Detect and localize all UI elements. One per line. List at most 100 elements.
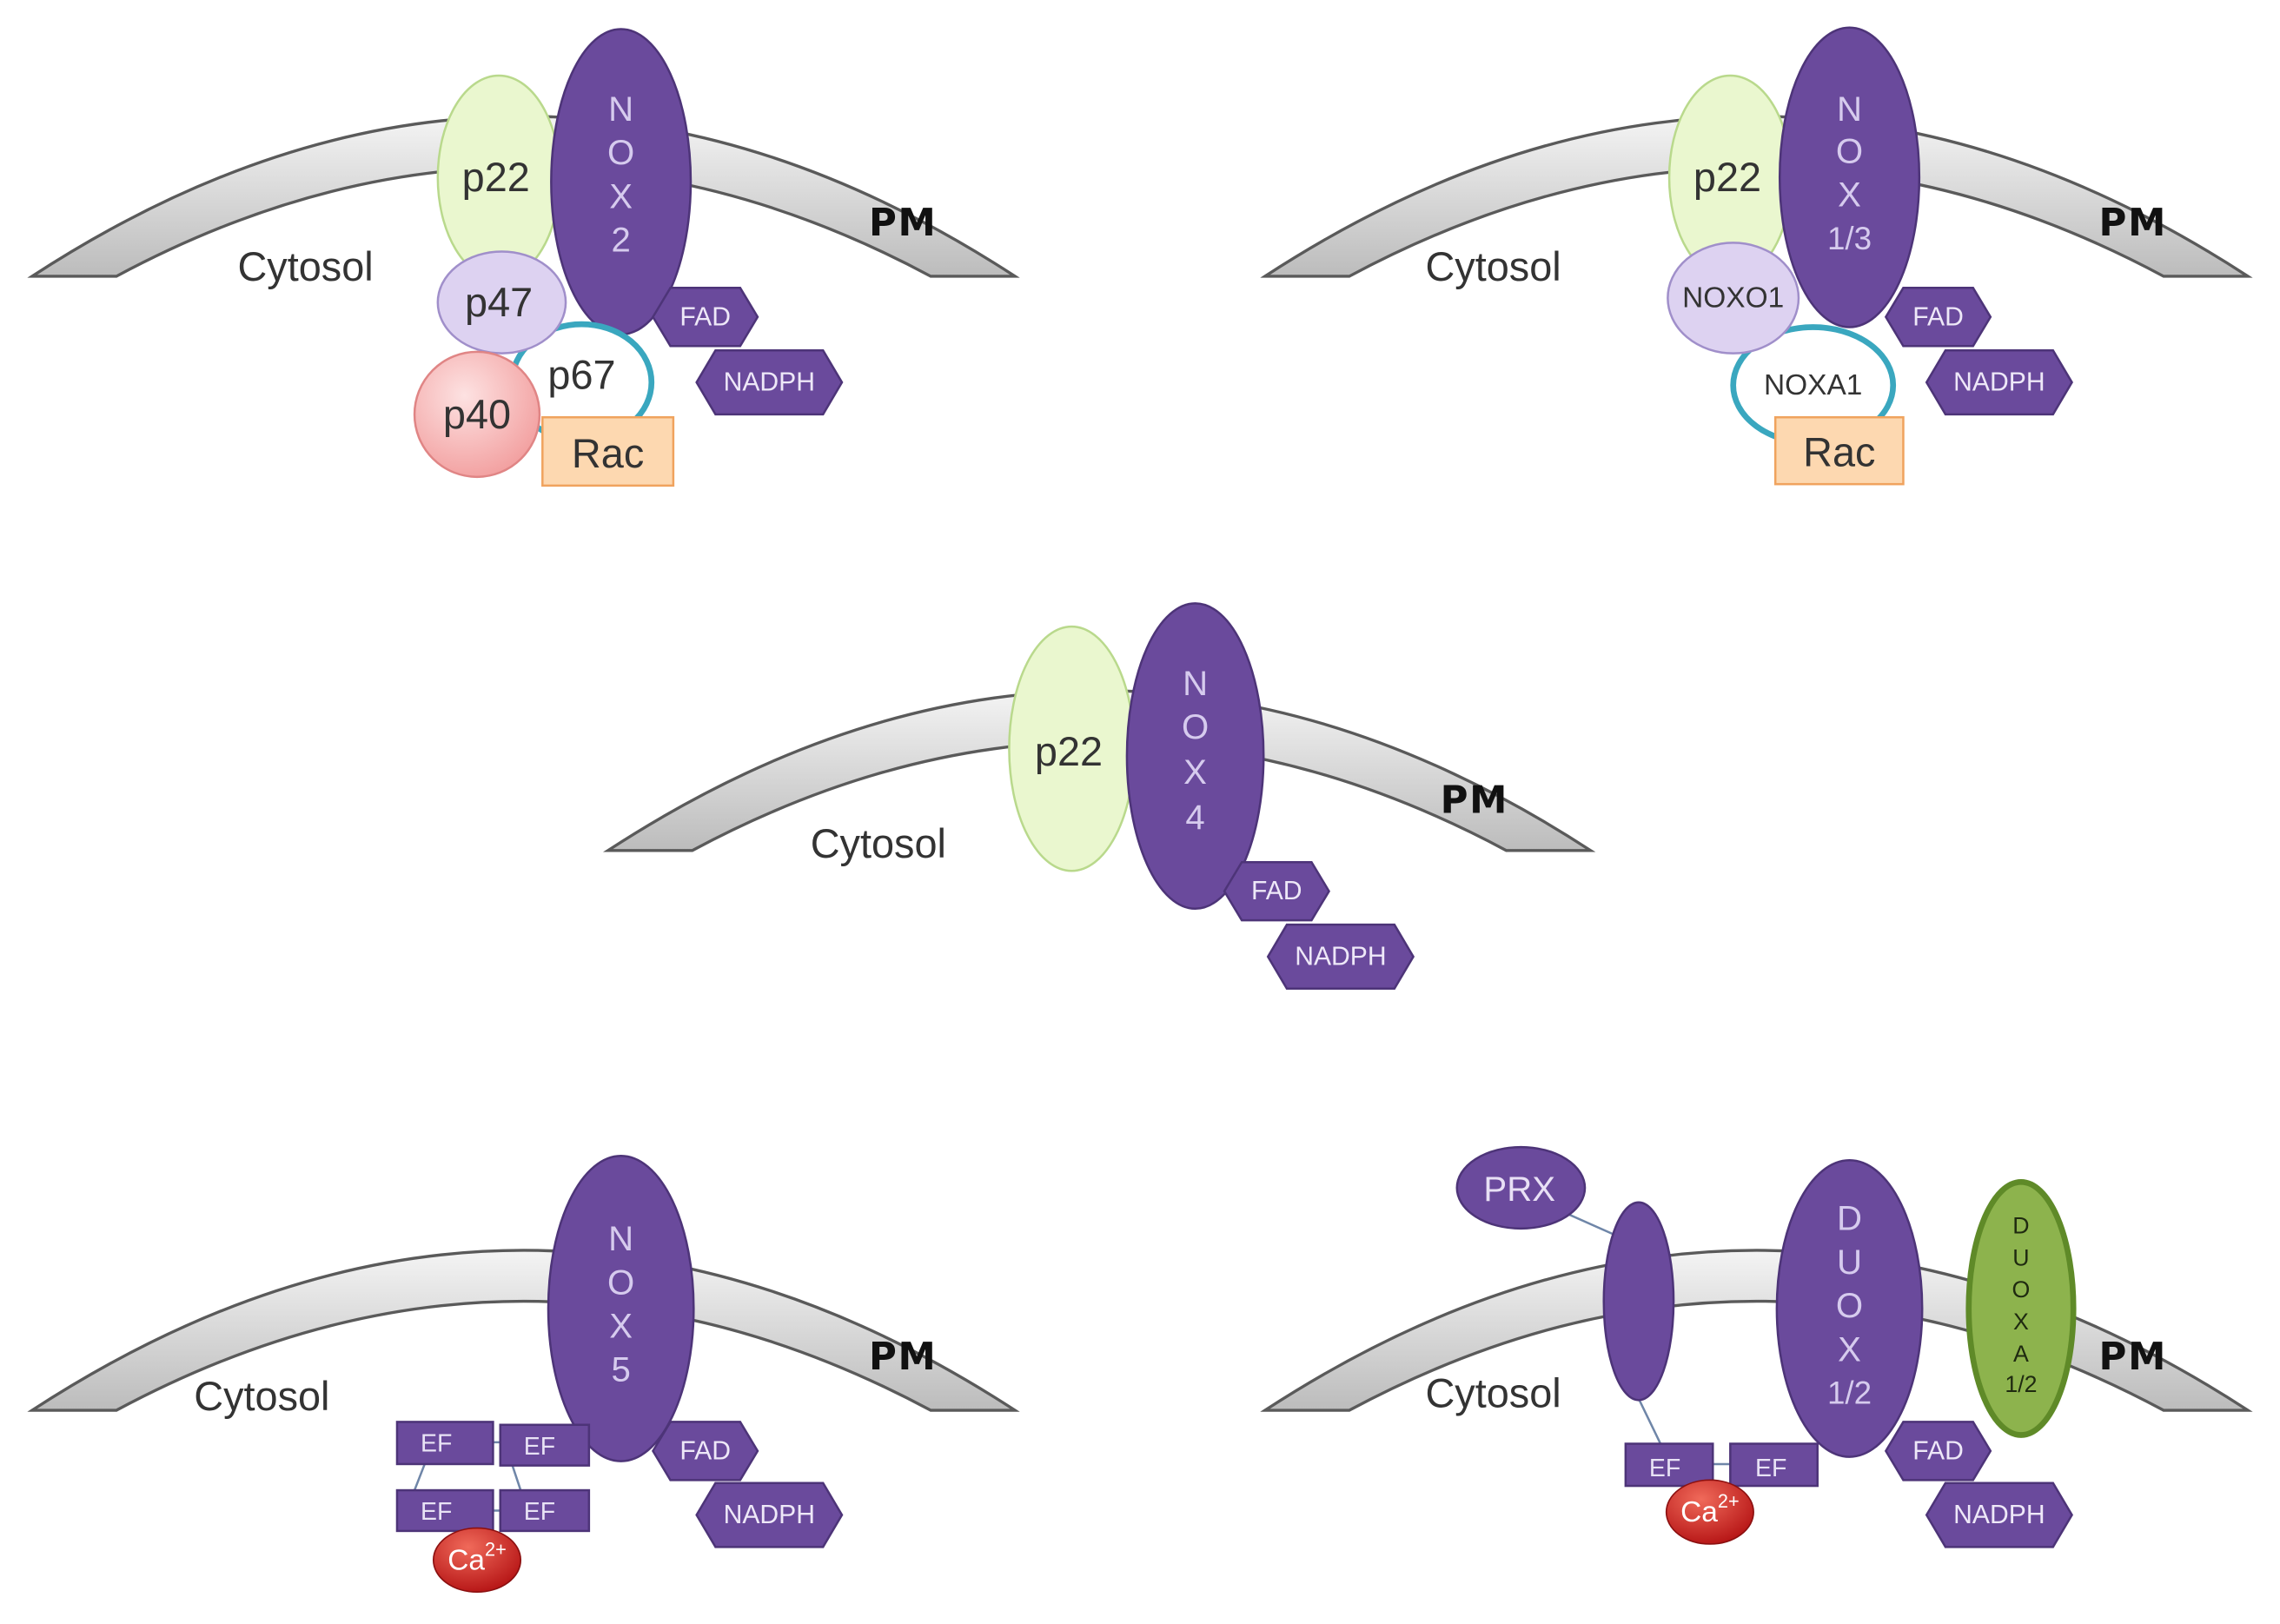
ef-hand xyxy=(395,1421,494,1466)
fad-cofactor xyxy=(1884,1421,1992,1481)
nadph-cofactor xyxy=(695,1481,844,1548)
noxo1-label: NOXO1 xyxy=(1682,282,1784,315)
nadph-label: NADPH xyxy=(724,368,815,397)
ef-label: EF xyxy=(1755,1455,1786,1482)
ef-label: EF xyxy=(524,1498,555,1526)
nox2-letter: 2 xyxy=(611,221,630,260)
rac-label: Rac xyxy=(572,431,644,476)
ef-label: EF xyxy=(421,1430,452,1458)
cytosol-label: Cytosol xyxy=(194,1374,329,1419)
ef-connector xyxy=(1637,1398,1662,1445)
calcium-charge: 2+ xyxy=(1718,1490,1740,1512)
fad-label: FAD xyxy=(679,302,731,331)
nox5-letter: N xyxy=(608,1219,633,1258)
p22-label: p22 xyxy=(462,155,530,200)
plasma-membrane xyxy=(1263,1249,2250,1412)
rac-label: Rac xyxy=(1803,429,1875,474)
duoxa-letter: O xyxy=(2012,1276,2031,1303)
nadph-label: NADPH xyxy=(724,1501,815,1529)
ef-hand xyxy=(499,1423,591,1467)
ef-hand xyxy=(395,1488,494,1533)
p40-subunit xyxy=(413,350,541,479)
nox4-letter: X xyxy=(1183,752,1207,792)
nox4-protein xyxy=(1125,602,1265,911)
duoxa-letter: U xyxy=(2012,1244,2029,1270)
calcium-symbol: Ca xyxy=(1680,1496,1718,1528)
ef-hand xyxy=(499,1488,591,1533)
ef-connector xyxy=(413,1463,426,1491)
fad-label: FAD xyxy=(1251,877,1302,905)
nox5-letter: O xyxy=(607,1263,634,1302)
panel-nox2: Cytosol PM p22 N O X 2 p67 p47 p40 Rac F… xyxy=(30,28,1017,487)
fad-cofactor xyxy=(1884,287,1992,348)
panel-nox1-3: Cytosol PM p22 N O X 1/3 NOXA1 NOXO1 Rac… xyxy=(1263,26,2250,486)
panel-duox: Cytosol PM PRX D U O X 1/2 D U O X A 1/2… xyxy=(1263,1145,2250,1548)
nadph-label: NADPH xyxy=(1295,942,1386,971)
panel-nox5: Cytosol PM N O X 5 EF EF EF EF Ca2+ FAD … xyxy=(30,1154,1017,1594)
nox2-letter: X xyxy=(609,176,633,215)
duox-letter: X xyxy=(1838,1329,1861,1369)
fad-label: FAD xyxy=(679,1436,731,1465)
calcium-symbol: Ca xyxy=(447,1544,485,1576)
nox4-letter: 4 xyxy=(1185,798,1204,837)
p22-label: p22 xyxy=(1693,155,1761,200)
cytosol-label: Cytosol xyxy=(237,244,373,289)
p47-label: p47 xyxy=(465,280,533,325)
nox5-letter: X xyxy=(609,1306,633,1345)
pm-label: PM xyxy=(1441,779,1509,822)
plasma-membrane xyxy=(30,1249,1017,1412)
duoxa-letter: 1/2 xyxy=(2005,1371,2037,1397)
rac-protein xyxy=(541,415,675,487)
nox2-letter: O xyxy=(607,133,634,172)
nox1-3-letter: N xyxy=(1837,89,1862,129)
p22-label: p22 xyxy=(1035,729,1103,774)
duox-protein xyxy=(1775,1158,1924,1458)
duoxa-letter: D xyxy=(2012,1213,2029,1239)
duoxa-letter: X xyxy=(2013,1309,2029,1335)
prx-connector xyxy=(1564,1211,1618,1237)
ef-label: EF xyxy=(524,1433,555,1461)
duox-letter: D xyxy=(1837,1199,1862,1238)
duoxa-letter: A xyxy=(2013,1341,2029,1367)
noxa1-label: NOXA1 xyxy=(1764,369,1862,401)
cytosol-label: Cytosol xyxy=(1425,1371,1561,1416)
noxo1-subunit xyxy=(1667,242,1800,355)
duoxa-protein xyxy=(1965,1178,2077,1438)
nadph-cofactor xyxy=(1266,923,1415,991)
ef-label: EF xyxy=(421,1498,452,1526)
pm-label: PM xyxy=(2099,202,2168,245)
nox4-letter: O xyxy=(1182,707,1209,746)
nox2-letter: N xyxy=(608,89,633,129)
calcium-charge: 2+ xyxy=(485,1538,507,1560)
prx-label: PRX xyxy=(1483,1170,1555,1209)
pm-label: PM xyxy=(2099,1336,2168,1379)
fad-cofactor xyxy=(652,1421,759,1481)
nox5-protein xyxy=(547,1154,695,1462)
nadph-label: NADPH xyxy=(1953,368,2045,397)
calcium-ion xyxy=(432,1527,522,1594)
rac-protein xyxy=(1773,415,1905,486)
nox1-3-letter: O xyxy=(1836,132,1863,171)
ef-label: EF xyxy=(1649,1455,1680,1482)
ef-hand xyxy=(1624,1442,1714,1488)
pm-label: PM xyxy=(869,202,938,245)
nox5-letter: 5 xyxy=(611,1350,630,1389)
cytosol-label: Cytosol xyxy=(1425,244,1561,289)
transmembrane-segment xyxy=(1602,1201,1675,1402)
fad-label: FAD xyxy=(1912,1436,1964,1465)
nadph-cofactor xyxy=(1925,348,2073,416)
ef-hand xyxy=(1729,1442,1819,1488)
nox1-3-protein xyxy=(1778,26,1921,328)
pm-label: PM xyxy=(869,1336,938,1379)
nox4-letter: N xyxy=(1183,664,1208,703)
panel-nox4: Cytosol PM p22 N O X 4 FAD NADPH xyxy=(606,602,1593,991)
cytosol-label: Cytosol xyxy=(811,821,946,866)
p47-subunit xyxy=(436,250,567,355)
calcium-label: Ca2+ xyxy=(447,1538,507,1576)
calcium-ion xyxy=(1665,1479,1754,1545)
duox-letter: U xyxy=(1837,1243,1862,1282)
p40-label: p40 xyxy=(443,392,511,437)
fad-cofactor xyxy=(652,287,759,348)
duox-letter: O xyxy=(1836,1286,1863,1325)
